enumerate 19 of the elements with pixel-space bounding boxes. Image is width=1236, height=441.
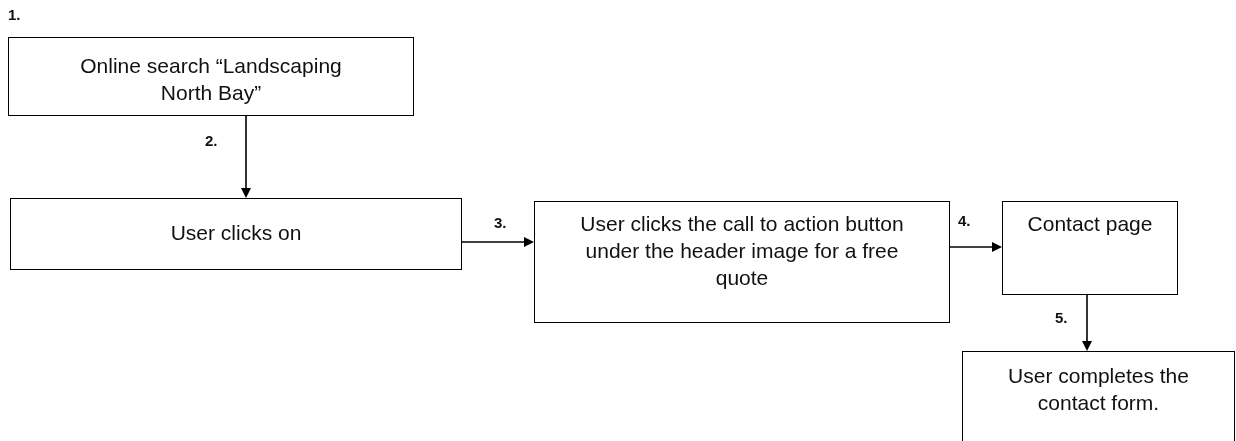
step-number: 1. [8,6,21,24]
arrow [461,237,534,247]
step-text: Contact page [1027,211,1153,237]
step-number: 2. [205,132,218,150]
process-box [534,201,950,323]
process-box [1002,201,1178,295]
step-number: 4. [958,212,971,230]
step-text: User clicks the call to action button under the header image for a free quote [579,211,905,291]
step-number: 3. [494,214,507,232]
arrow [949,242,1002,252]
arrow [241,115,251,198]
step-text: User completes the contact form. [1007,363,1190,416]
arrow [1082,294,1092,351]
process-box [10,198,462,270]
process-box [962,351,1235,441]
step-text: User clicks on [170,220,302,246]
step-text: Online search “Landscaping North Bay” [79,53,343,106]
step-number: 5. [1055,309,1068,327]
process-box [8,37,414,116]
